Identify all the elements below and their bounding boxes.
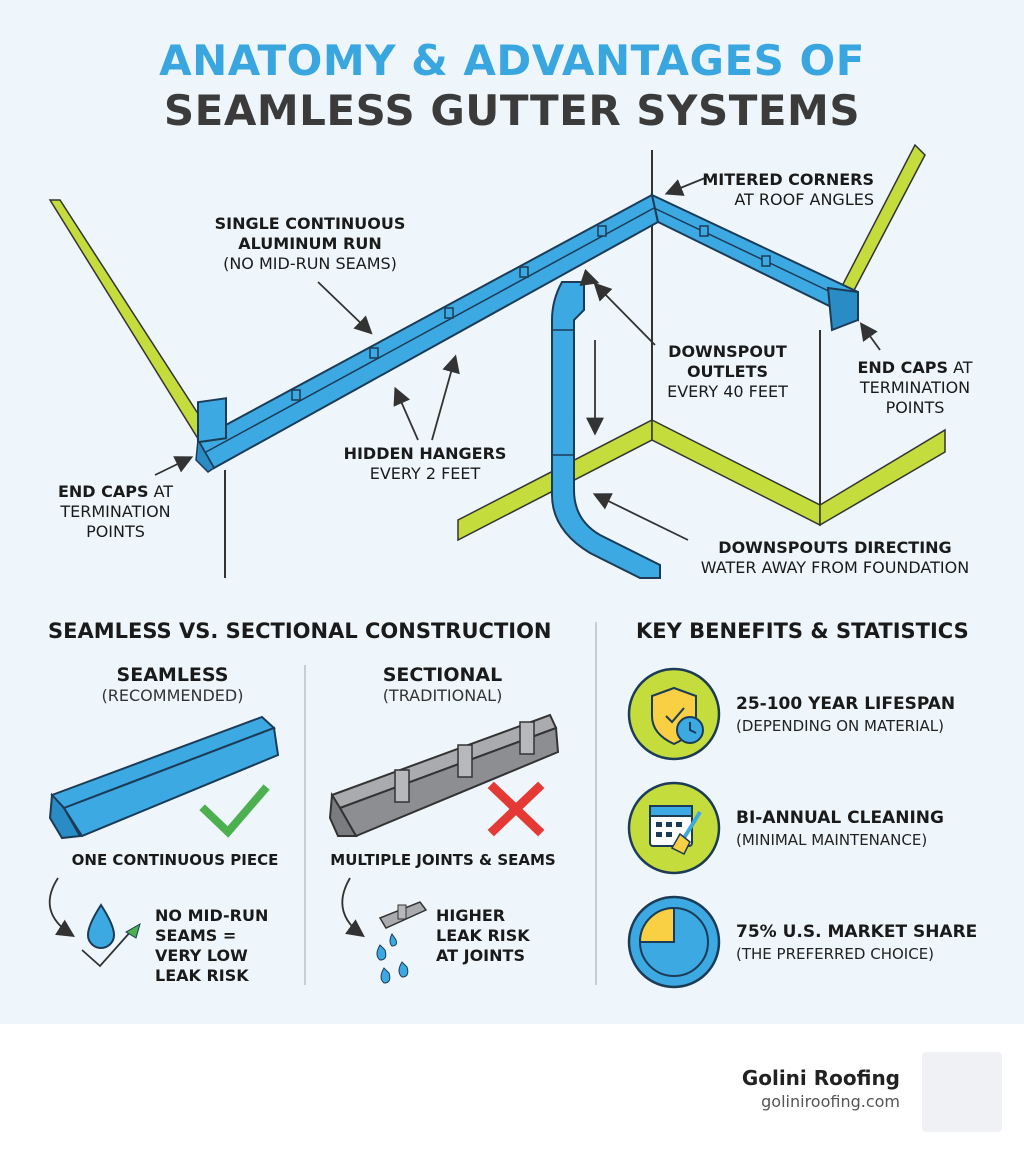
foundation-line — [457, 418, 946, 542]
calendar-brush-icon — [627, 781, 721, 875]
water-drop-icon — [86, 903, 116, 949]
benefit-lifespan-title: 25-100 YEAR LIFESPAN — [736, 694, 956, 714]
gutter-right-run — [650, 193, 859, 332]
label-downspout-outlets: DOWNSPOUT OUTLETS EVERY 40 FEET — [667, 342, 788, 401]
pie-chart-icon — [627, 895, 721, 989]
seamless-subtitle: (RECOMMENDED) — [101, 686, 244, 705]
leader-arrows — [154, 177, 881, 541]
gutter-left-run — [195, 193, 660, 473]
leaking-joint-icon — [376, 901, 428, 984]
downspout — [551, 281, 661, 579]
shield-clock-icon — [627, 667, 721, 761]
seamless-note: NO MID-RUN SEAMS = VERY LOW LEAK RISK — [155, 906, 269, 985]
gutter-diagram — [48, 143, 946, 989]
sectional-gutter-piece — [328, 713, 560, 838]
benefit-market-sub: (THE PREFERRED CHOICE) — [736, 945, 935, 963]
label-end-caps-left: END CAPS AT TERMINATION POINTS — [57, 482, 174, 541]
seamless-gutter-piece — [48, 715, 280, 840]
label-end-caps-right: END CAPS AT TERMINATION POINTS — [857, 358, 973, 417]
hidden-hangers — [291, 225, 771, 401]
label-hidden-hangers: HIDDEN HANGERS EVERY 2 FEET — [343, 444, 507, 483]
benefit-market-title: 75% U.S. MARKET SHARE — [736, 922, 978, 942]
check-icon — [199, 784, 270, 838]
title-line-2: SEAMLESS GUTTER SYSTEMS — [163, 86, 861, 135]
brand-name: Golini Roofing — [741, 1066, 900, 1090]
brand-logo — [922, 1052, 1002, 1132]
benefits-heading: KEY BENEFITS & STATISTICS — [636, 619, 969, 643]
comparison-heading: SEAMLESS VS. SECTIONAL CONSTRUCTION — [48, 619, 552, 643]
sectional-subtitle: (TRADITIONAL) — [382, 686, 503, 705]
seamless-caption: ONE CONTINUOUS PIECE — [71, 851, 279, 869]
sectional-note: HIGHER LEAK RISK AT JOINTS — [436, 906, 530, 965]
label-downspouts: DOWNSPOUTS DIRECTING WATER AWAY FROM FOU… — [700, 538, 970, 577]
label-single-run: SINGLE CONTINUOUS ALUMINUM RUN (NO MID-R… — [214, 214, 406, 273]
sectional-title: SECTIONAL — [382, 664, 503, 686]
benefit-lifespan-sub: (DEPENDING ON MATERIAL) — [736, 717, 945, 735]
benefit-cleaning-title: BI-ANNUAL CLEANING — [736, 808, 944, 828]
sectional-caption: MULTIPLE JOINTS & SEAMS — [330, 851, 556, 869]
footer — [0, 1024, 1024, 1154]
title-line-1: ANATOMY & ADVANTAGES OF — [159, 36, 865, 85]
label-mitered-corners: MITERED CORNERS AT ROOF ANGLES — [702, 170, 874, 209]
roof-edge-right — [839, 143, 926, 300]
brand-url: goliniroofing.com — [761, 1092, 900, 1111]
cross-icon — [487, 781, 545, 837]
seamless-title: SEAMLESS — [116, 664, 229, 686]
benefit-cleaning-sub: (MINIMAL MAINTENANCE) — [736, 831, 928, 849]
